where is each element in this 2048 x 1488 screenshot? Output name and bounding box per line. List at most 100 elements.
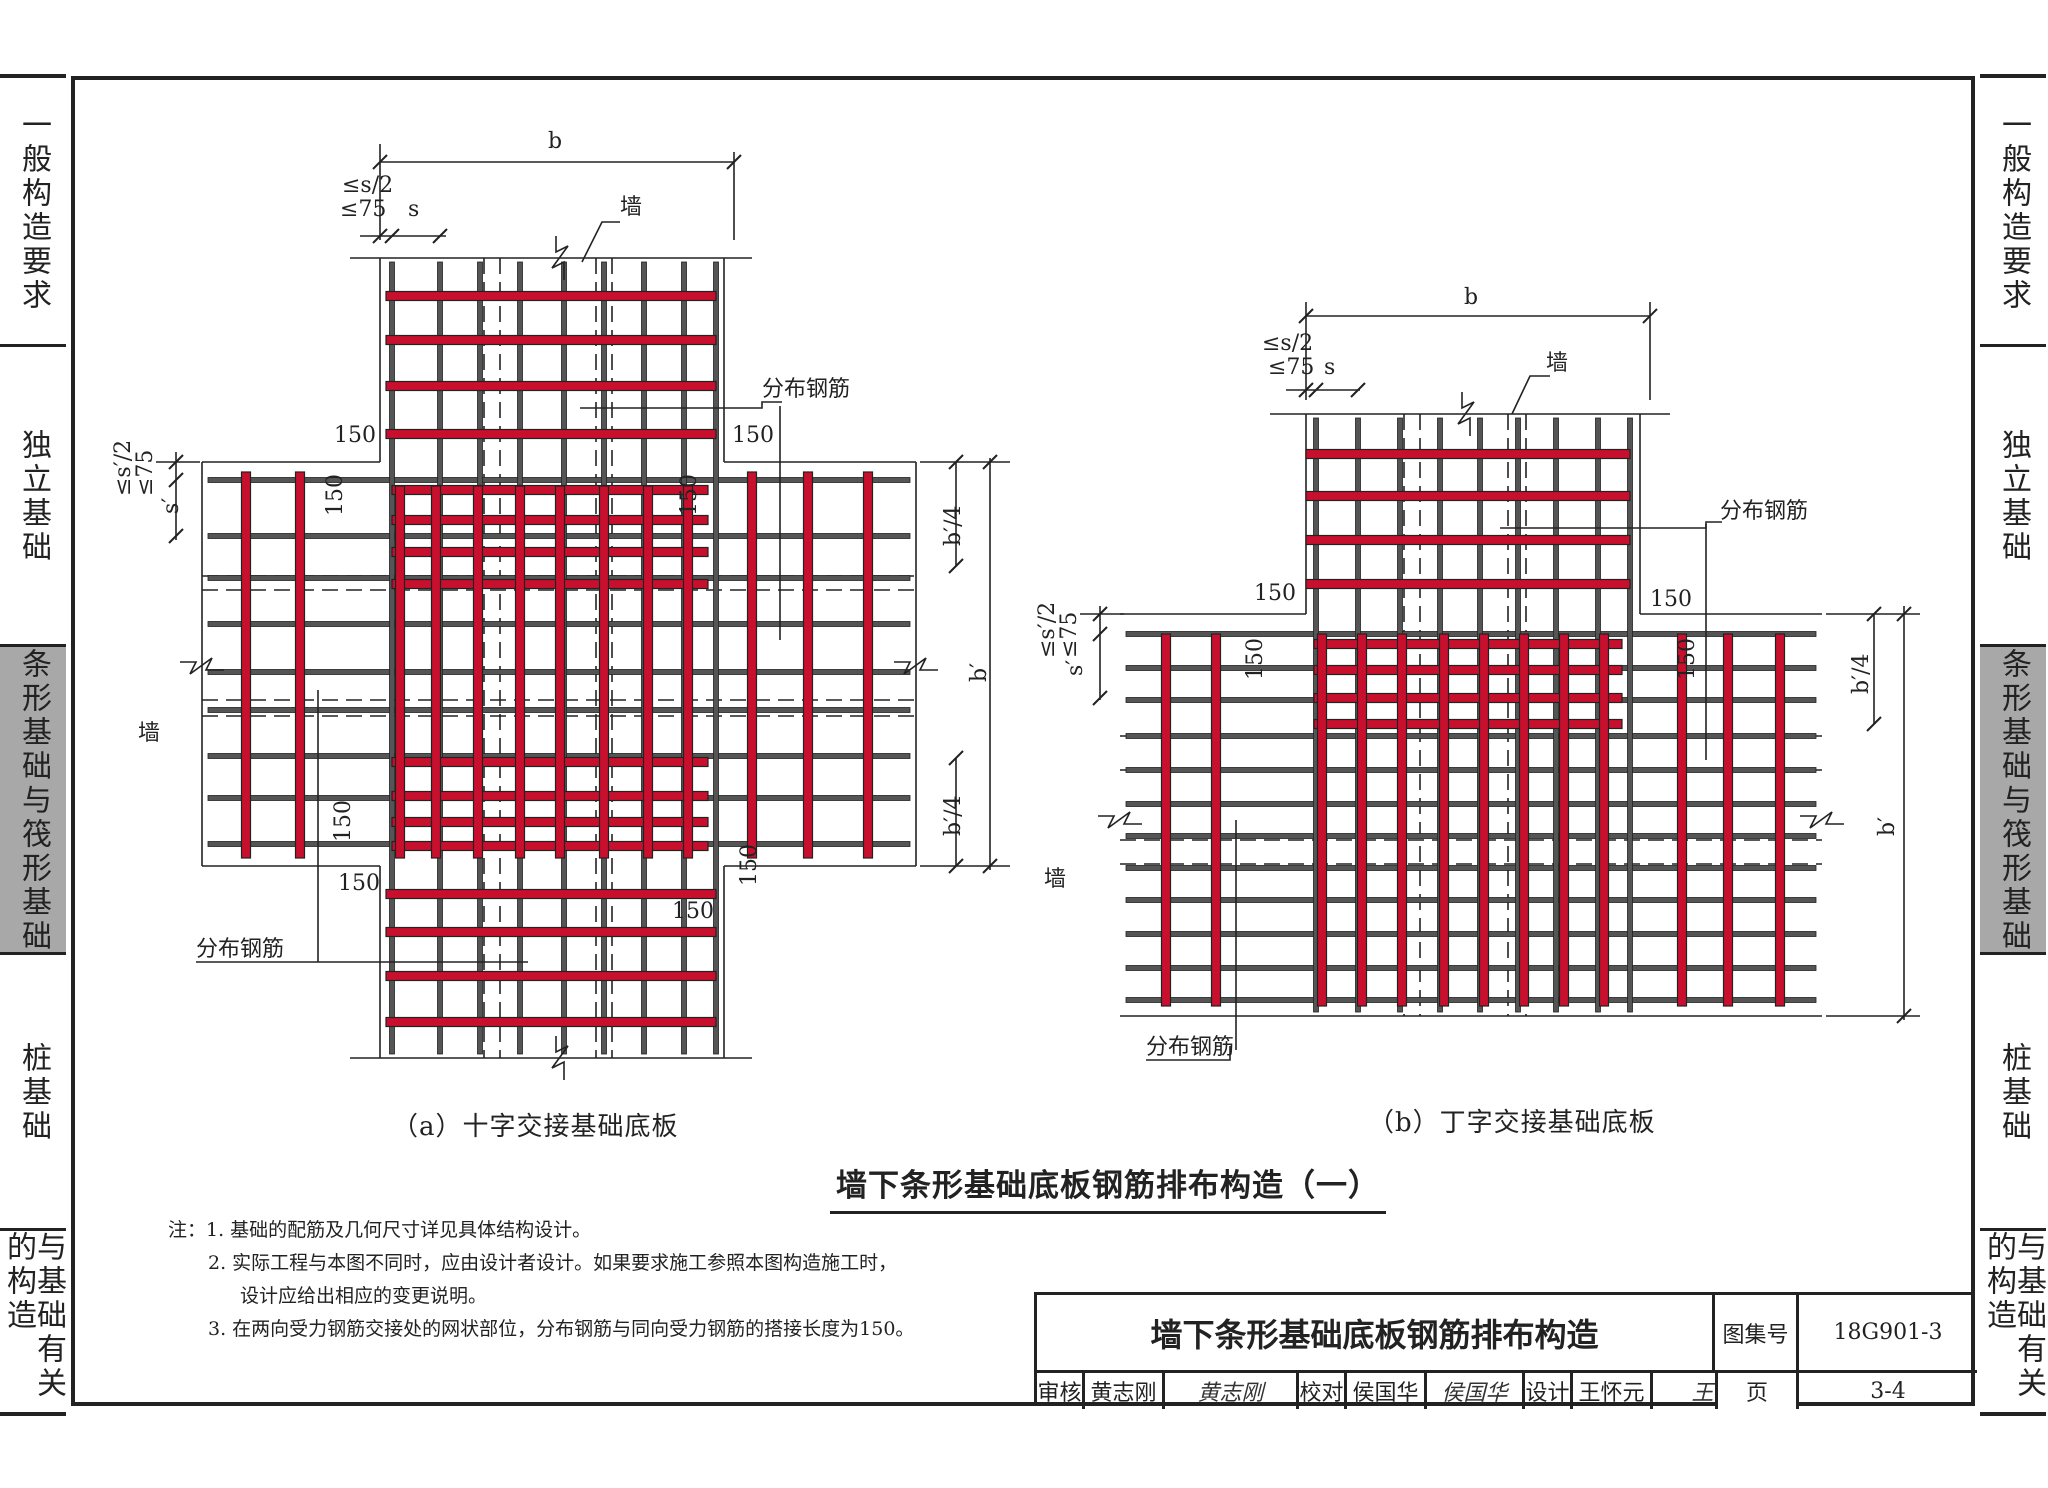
main-rebar bbox=[746, 471, 758, 859]
main-rebar bbox=[1313, 638, 1623, 650]
note-2a: 2. 实际工程与本图不同时，应由设计者设计。如果要求施工参照本图构造施工时， bbox=[208, 1252, 898, 1274]
distribution-rebar bbox=[1125, 931, 1817, 937]
dimension-tick bbox=[1308, 382, 1324, 398]
main-rebar bbox=[1313, 692, 1623, 704]
main-rebar bbox=[1774, 633, 1786, 1007]
main-rebar bbox=[430, 485, 442, 859]
main-rebar bbox=[240, 471, 252, 859]
dist-rebar-label-bottom: 分布钢筋 bbox=[1146, 1035, 1234, 1060]
main-rebar bbox=[391, 514, 709, 526]
title-block-title: 墙下条形基础底板钢筋排布构造 bbox=[1037, 1295, 1715, 1373]
diagram-b-annotations: b ≤s/2 ≤75 s 墙 墙 分布钢筋 分布钢筋 150 150 150 1… bbox=[1035, 285, 1900, 1060]
dim-bp-label: b′ bbox=[967, 663, 992, 682]
check-label: 校对 bbox=[1299, 1373, 1347, 1409]
dimension-tick bbox=[168, 528, 184, 544]
dimension-tick bbox=[372, 228, 388, 244]
left-side-tabs: 一般构造要求 独立基础 条形基础与筏形基础 桩基础 与基础有关的构造 bbox=[0, 74, 66, 1416]
side-tab-pile[interactable]: 桩基础 bbox=[0, 952, 66, 1231]
main-rebar bbox=[1316, 633, 1328, 1007]
main-rebar bbox=[1305, 578, 1631, 590]
wall-label: 墙 bbox=[1546, 351, 1568, 376]
break-symbol bbox=[1457, 392, 1475, 436]
dimension-tick bbox=[1092, 626, 1108, 642]
main-rebar bbox=[1313, 664, 1623, 676]
diagram-a-annotations: b ≤s/2 ≤75 s 墙 墙 分布钢筋 分布钢筋 150 150 150 1… bbox=[111, 129, 992, 962]
dim-s-half-label: ≤s/2 bbox=[342, 173, 393, 198]
dim-150-label: 150 bbox=[1650, 587, 1692, 612]
main-rebar bbox=[1478, 633, 1490, 1007]
dim-150-label: 150 bbox=[334, 423, 376, 448]
main-rebar bbox=[1438, 633, 1450, 1007]
main-rebar bbox=[1305, 448, 1631, 460]
side-tab-independent[interactable]: 独立基础 bbox=[0, 344, 66, 647]
main-rebar bbox=[1676, 633, 1688, 1007]
dimension-tick bbox=[1866, 716, 1882, 732]
dim-150-label: 150 bbox=[331, 800, 356, 842]
dim-bp-label: b′ bbox=[1875, 817, 1900, 836]
page-label: 页 bbox=[1715, 1373, 1799, 1409]
side-tab-independent[interactable]: 独立基础 bbox=[1980, 344, 2046, 647]
dim-75-label: ≤75 bbox=[340, 197, 386, 222]
dim-150-label: 150 bbox=[677, 474, 702, 516]
main-rebar bbox=[472, 485, 484, 859]
leader-line bbox=[581, 221, 620, 263]
main-rebar bbox=[1210, 633, 1222, 1007]
drawing-frame bbox=[71, 76, 1975, 1406]
side-tab-related[interactable]: 与基础有关的构造 bbox=[1980, 1228, 2046, 1411]
notes-prefix: 注： bbox=[168, 1219, 207, 1241]
main-rebar bbox=[554, 485, 566, 859]
dim-s-half-label: ≤s/2 bbox=[1262, 331, 1313, 356]
side-tab-strip-raft[interactable]: 条形基础与筏形基础 bbox=[1980, 644, 2046, 955]
distribution-rebar bbox=[207, 477, 911, 483]
break-symbol bbox=[180, 657, 224, 675]
distribution-rebar bbox=[1125, 865, 1817, 871]
main-rebar bbox=[1305, 534, 1631, 546]
distribution-rebar bbox=[1125, 897, 1817, 903]
main-rebar bbox=[385, 970, 717, 982]
side-tab-pile[interactable]: 桩基础 bbox=[1980, 952, 2046, 1231]
side-tab-label: 一般构造要求 bbox=[16, 109, 51, 313]
main-rebar bbox=[391, 840, 709, 852]
main-rebar bbox=[1356, 633, 1368, 1007]
break-symbol bbox=[894, 657, 938, 675]
dimension-tick bbox=[1092, 690, 1108, 706]
break-symbol bbox=[1098, 811, 1142, 829]
main-rebar bbox=[1722, 633, 1734, 1007]
dim-150-label: 150 bbox=[338, 871, 380, 896]
distribution-rebar bbox=[1627, 417, 1633, 1013]
dim-sp-label: s′ bbox=[1063, 660, 1088, 676]
dim-bp4-label: b′/4 bbox=[941, 796, 966, 837]
side-tab-label: 桩基础 bbox=[16, 1042, 51, 1144]
dim-sp-label: s′ bbox=[159, 498, 184, 514]
side-tab-general[interactable]: 一般构造要求 bbox=[1980, 78, 2046, 344]
side-tab-label: 独立基础 bbox=[16, 429, 51, 565]
main-rebar bbox=[1305, 490, 1631, 502]
atlas-number: 18G901-3 bbox=[1799, 1295, 1977, 1373]
dim-s-label: s bbox=[1324, 355, 1335, 380]
distribution-rebar bbox=[1125, 801, 1817, 807]
review-label: 审核 bbox=[1037, 1373, 1085, 1409]
side-tab-related[interactable]: 与基础有关的构造 bbox=[0, 1228, 66, 1411]
dim-75-label: ≤75 bbox=[1268, 355, 1314, 380]
page-number: 3-4 bbox=[1870, 1378, 1906, 1404]
main-rebar bbox=[1313, 718, 1623, 730]
main-rebar bbox=[1598, 633, 1610, 1007]
side-tab-strip-raft[interactable]: 条形基础与筏形基础 bbox=[0, 644, 66, 955]
main-rebar bbox=[294, 471, 306, 859]
dim-75-label: ≤75 bbox=[133, 450, 158, 496]
side-tab-general[interactable]: 一般构造要求 bbox=[0, 78, 66, 344]
dim-150-label: 150 bbox=[737, 844, 762, 886]
main-rebar bbox=[1558, 633, 1570, 1007]
distribution-rebar bbox=[1125, 965, 1817, 971]
checker-name: 侯国华 bbox=[1347, 1373, 1427, 1409]
distribution-rebar bbox=[389, 261, 395, 1055]
right-side-tabs: 一般构造要求 独立基础 条形基础与筏形基础 桩基础 与基础有关的构造 bbox=[1980, 74, 2046, 1416]
main-rebar bbox=[385, 1016, 717, 1028]
distribution-rebar bbox=[1125, 631, 1817, 637]
distribution-rebar bbox=[1125, 767, 1817, 773]
dim-150-label: 150 bbox=[1675, 638, 1700, 680]
dim-b-label: b bbox=[1464, 285, 1478, 310]
side-tab-label: 桩基础 bbox=[1996, 1042, 2031, 1144]
side-tab-label: 条形基础与筏形基础 bbox=[1996, 648, 2031, 954]
main-rebar bbox=[394, 485, 406, 859]
